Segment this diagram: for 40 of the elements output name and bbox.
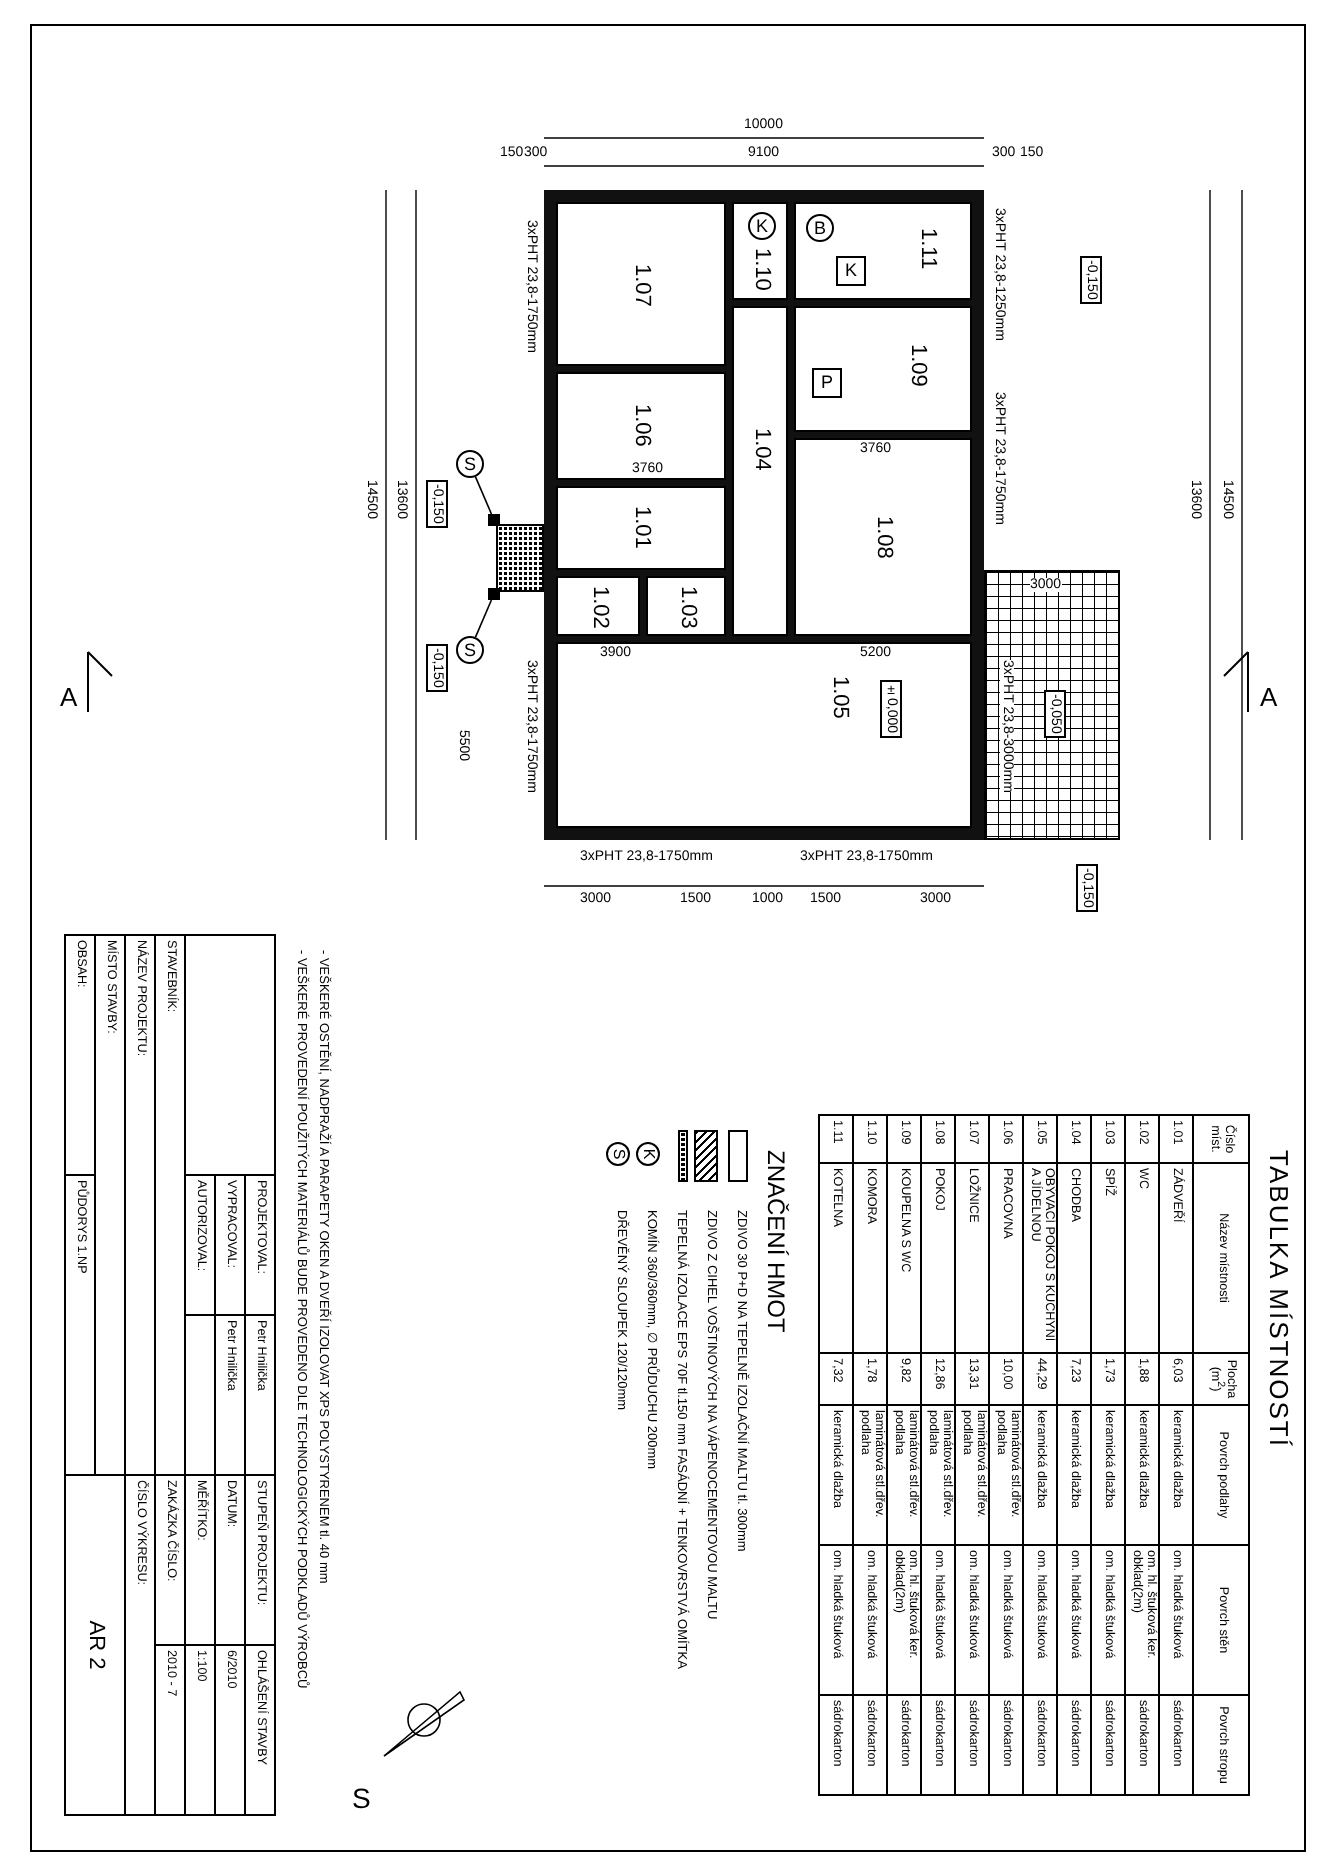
legend-title: ZNAČENÍ HMOT [764, 1150, 788, 1333]
room-number: 1.07 [630, 264, 652, 307]
wooden-column [488, 588, 500, 600]
leader-line [474, 476, 493, 515]
chimney-symbol: K [636, 1142, 660, 1166]
room-number: 1.01 [630, 506, 652, 549]
room-number: 1.09 [906, 344, 928, 387]
room-number: 1.11 [916, 228, 938, 270]
room-number: 1.06 [630, 404, 652, 447]
section-label: A [60, 684, 78, 710]
column-marker: S [456, 450, 484, 478]
chimney-symbol: K [836, 256, 866, 286]
boiler-symbol: B [806, 214, 834, 242]
room-outline [794, 202, 972, 300]
wooden-column [488, 514, 500, 526]
room-number: 1.05 [828, 676, 850, 719]
room-number: 1.08 [872, 516, 894, 559]
room-outline [556, 576, 640, 636]
room-outline [556, 372, 726, 480]
room-number: 1.10 [750, 248, 772, 291]
column-symbol: S [606, 1142, 630, 1166]
room-outline [794, 438, 972, 636]
room-outline [732, 306, 788, 636]
leader-line [474, 599, 493, 638]
room-outline [556, 486, 726, 570]
room-outline [794, 306, 972, 432]
room-outline [646, 576, 726, 636]
symbol-marker: P [812, 368, 842, 398]
room-outline [732, 202, 788, 300]
room-number: 1.04 [750, 428, 772, 471]
room-outline [556, 642, 972, 828]
table-title: TABULKA MÍSTNOSTÍ [1266, 1150, 1292, 1448]
room-number: 1.02 [588, 586, 610, 629]
section-label: A [1260, 684, 1278, 710]
drawing-number: AR 2 [65, 1475, 125, 1815]
room-outline [556, 202, 726, 366]
chimney-symbol: K [748, 212, 776, 240]
column-marker: S [456, 636, 484, 664]
room-number: 1.03 [676, 586, 698, 629]
compass-label: S [352, 1784, 371, 1812]
